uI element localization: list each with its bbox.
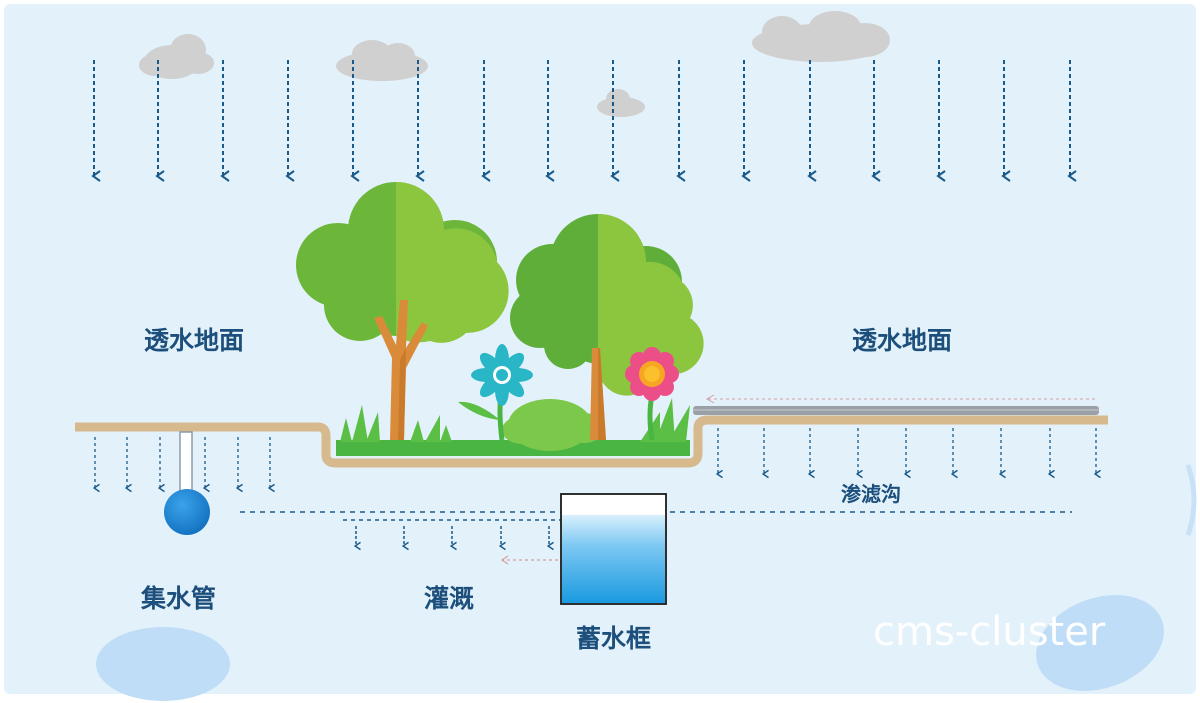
ground-surface bbox=[75, 415, 1108, 468]
grass-blades bbox=[340, 398, 690, 442]
flower-teal-icon bbox=[458, 344, 533, 441]
tank-outflow-arrow-icon bbox=[500, 555, 509, 565]
clouds bbox=[139, 11, 890, 117]
decor-oval-left bbox=[96, 627, 230, 701]
permeable-pavement bbox=[693, 394, 1099, 415]
decor-arc-right bbox=[1185, 464, 1197, 536]
label-collection-pipe: 集水管 bbox=[141, 584, 217, 613]
label-permeable-ground-left: 透水地面 bbox=[144, 326, 245, 355]
flower-pink-icon bbox=[625, 347, 679, 441]
cloud-2-icon bbox=[336, 40, 428, 81]
label-infiltration-trench: 渗滤沟 bbox=[841, 482, 901, 506]
rain-arrows bbox=[91, 60, 1077, 182]
cloud-4-icon bbox=[752, 11, 890, 62]
storage-tank-icon bbox=[560, 493, 667, 605]
tree-left-icon bbox=[296, 182, 509, 440]
label-permeable-ground-right: 透水地面 bbox=[852, 326, 953, 355]
watermark-text: cms-cluster bbox=[873, 609, 1106, 655]
label-storage-tank: 蓄水框 bbox=[576, 624, 652, 653]
tree-right-icon bbox=[510, 214, 704, 440]
decor-oval-right bbox=[1036, 595, 1164, 691]
grass-bed bbox=[336, 440, 690, 456]
collection-pipe-icon bbox=[164, 431, 210, 535]
label-irrigation: 灌溉 bbox=[424, 584, 475, 613]
